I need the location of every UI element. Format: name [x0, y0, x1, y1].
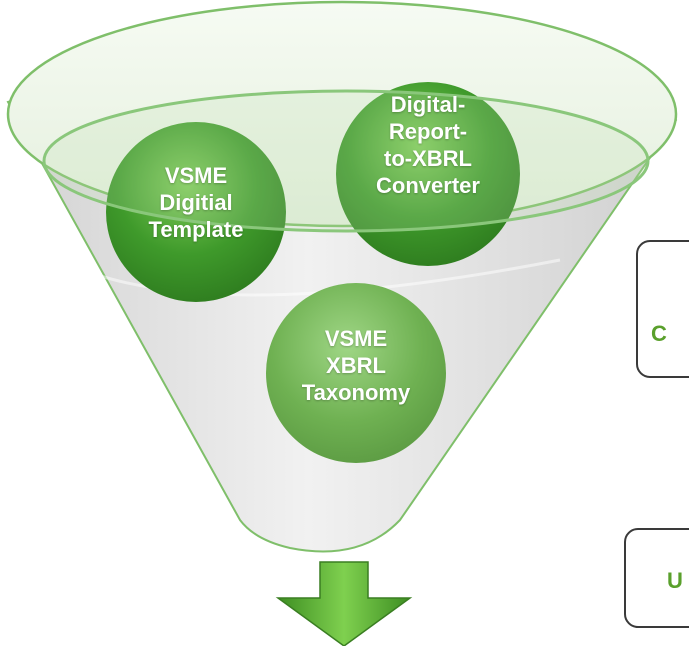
ball-taxonomy [266, 283, 446, 463]
ball-converter-label: Digital- Report- to-XBRL Converter [376, 92, 480, 198]
down-arrow-icon [275, 561, 413, 646]
side-box-top-label: C [651, 321, 667, 346]
side-box-bottom-label: U [667, 568, 683, 593]
side-box-bottom [624, 528, 689, 628]
ball-template [106, 122, 286, 302]
ball-taxonomy-label: VSME XBRL Taxonomy [301, 326, 411, 405]
ball-converter [336, 82, 520, 266]
funnel-inner-ring [42, 89, 650, 233]
ball-template-label: VSME Digitial Template [148, 163, 244, 242]
side-box-top [636, 240, 689, 378]
